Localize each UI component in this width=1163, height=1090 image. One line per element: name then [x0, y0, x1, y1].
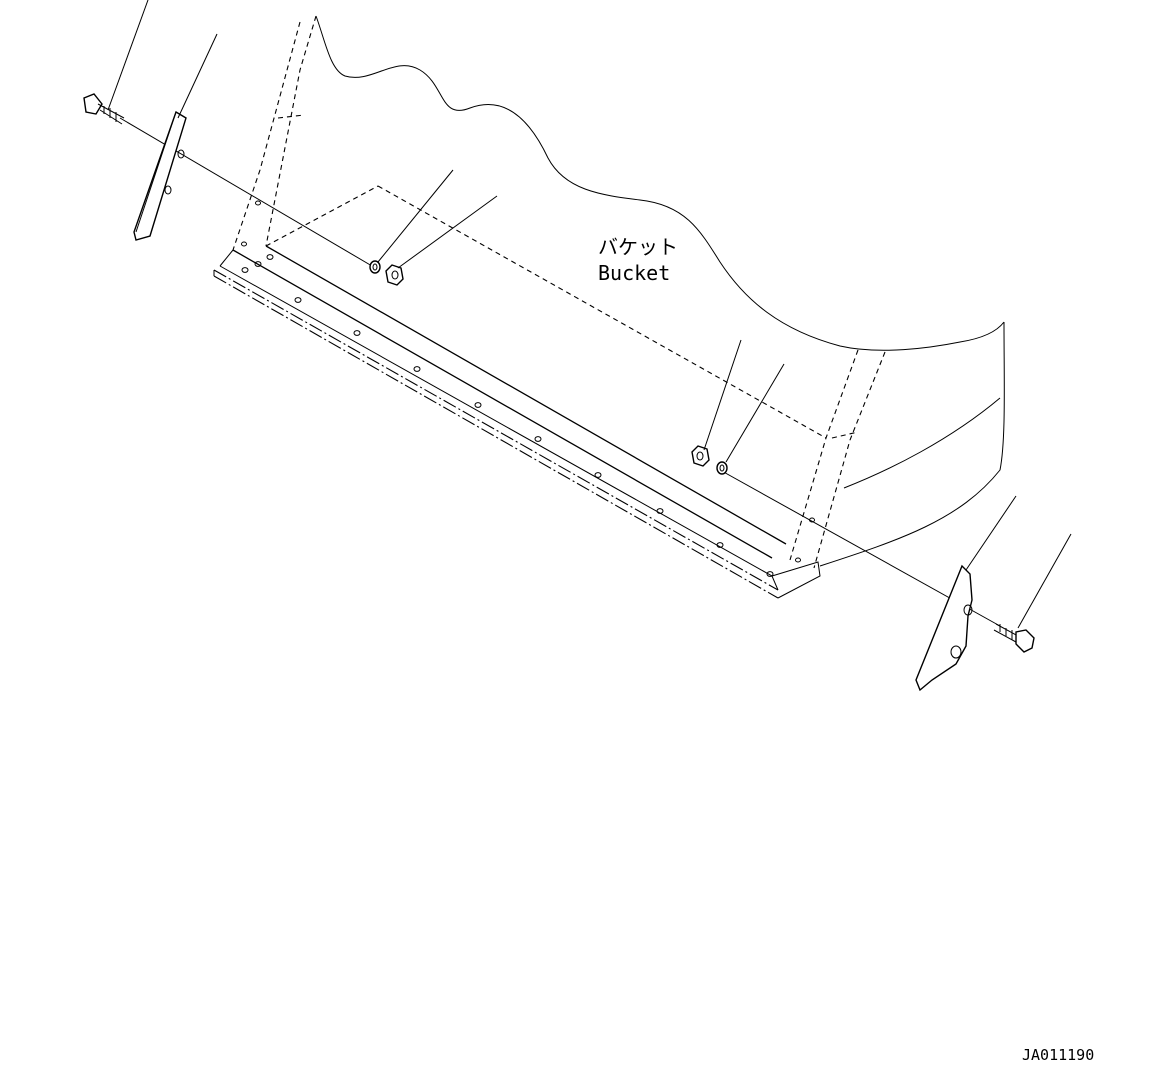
right-bolt — [993, 623, 1035, 653]
left-washer-nut — [369, 260, 404, 286]
bucket-outline — [213, 15, 1005, 599]
bucket-label-english: Bucket — [598, 261, 670, 285]
left-bolt — [83, 93, 125, 125]
right-side-cutter — [915, 564, 973, 692]
edge-bolt-holes — [241, 200, 815, 577]
drawing-number: JA011190 — [1022, 1046, 1094, 1064]
left-side-cutter — [133, 110, 187, 241]
right-nut-washer — [691, 445, 728, 475]
bucket-label-japanese: バケット — [598, 235, 678, 259]
leader-lines — [107, 0, 1072, 629]
